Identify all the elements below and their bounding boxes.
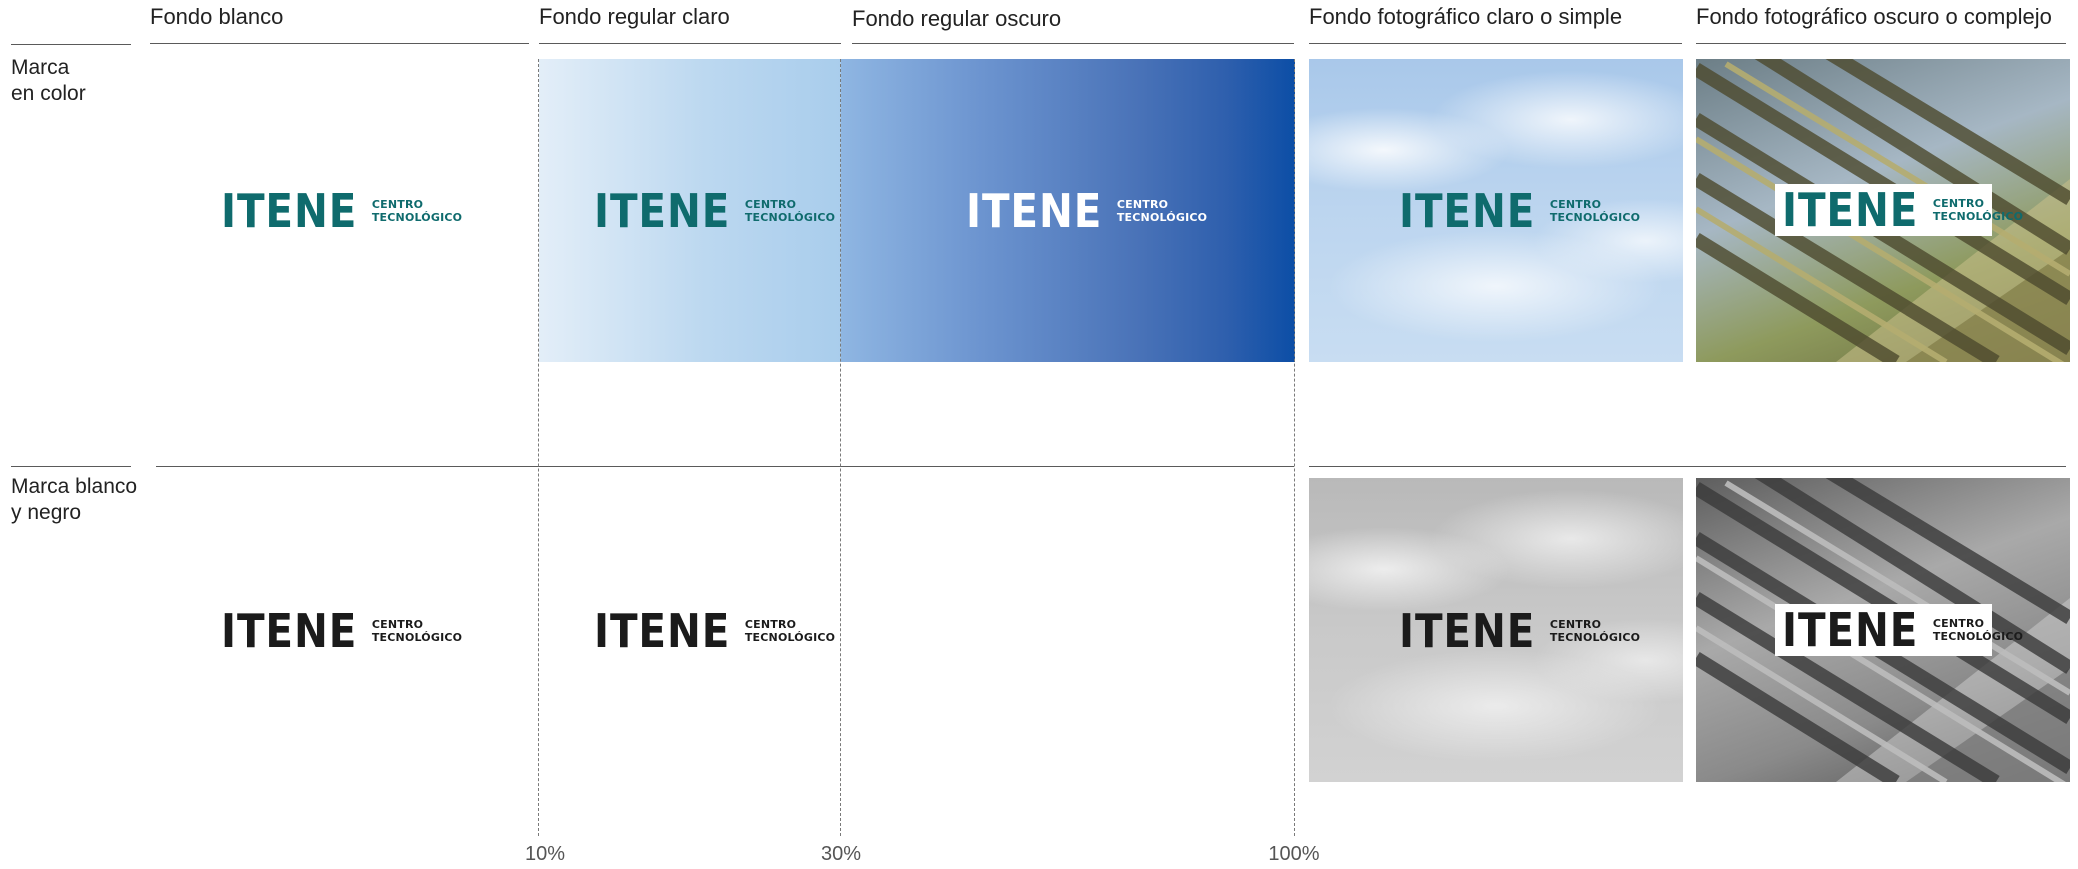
logo-subtitle-line2: TECNOLÓGICO — [1116, 211, 1208, 224]
col-header-light: Fondo regular claro — [539, 4, 730, 29]
marker-line-100 — [1294, 59, 1295, 836]
logo-subtitle-line2: TECNOLÓGICO — [1549, 631, 1641, 644]
logo-subtitle-line1: CENTRO — [1116, 198, 1169, 211]
percent-label-10: 10% — [524, 843, 566, 865]
logo-wordmark: ITENE — [221, 604, 358, 658]
gradient-dark-panel — [841, 59, 1295, 362]
logo-wordmark: ITENE — [966, 184, 1103, 238]
row-header-bw-line2: y negro — [11, 501, 82, 524]
row-header-bw-line1: Marca blanco — [11, 475, 138, 498]
logo-subtitle-line1: CENTRO — [1932, 617, 1985, 630]
logo-subtitle-line2: TECNOLÓGICO — [744, 631, 836, 644]
row-divider-photos — [1309, 466, 2066, 467]
architecture-photo-color-art — [1696, 59, 2070, 362]
col-divider-photo-dark — [1696, 43, 2066, 44]
percent-label-100: 100% — [1268, 843, 1320, 865]
row-header-color: Marca en color — [11, 55, 86, 107]
percent-label-30: 30% — [820, 843, 862, 865]
logo-subtitle-line1: CENTRO — [744, 618, 797, 631]
logo-wordmark: ITENE — [594, 604, 731, 658]
marker-line-30 — [840, 59, 841, 836]
col-divider-white — [150, 43, 529, 44]
row-header-divider — [11, 44, 131, 45]
sky-photo-grey — [1309, 478, 1683, 782]
logo-subtitle-line1: CENTRO — [1932, 197, 1985, 210]
col-divider-light — [539, 43, 841, 44]
logo-subtitle-line1: CENTRO — [371, 198, 424, 211]
architecture-photo-grey-art — [1696, 478, 2070, 782]
marker-line-10 — [538, 59, 539, 836]
logo-subtitle-line2: TECNOLÓGICO — [1932, 210, 2024, 223]
sky-photo-color — [1309, 59, 1683, 362]
architecture-photo-color — [1696, 59, 2070, 362]
col-divider-photo-light — [1309, 43, 1682, 44]
logo-wordmark: ITENE — [1782, 183, 1919, 237]
logo-wordmark: ITENE — [1782, 603, 1919, 657]
logo-wordmark: ITENE — [221, 184, 358, 238]
row-header-color-line2: en color — [11, 82, 86, 105]
row-divider-main — [156, 466, 1294, 467]
logo-subtitle-line1: CENTRO — [744, 198, 797, 211]
logo-wordmark: ITENE — [594, 184, 731, 238]
row-header-color-line1: Marca — [11, 56, 70, 79]
logo-subtitle-line1: CENTRO — [1549, 198, 1602, 211]
col-divider-dark — [852, 43, 1294, 44]
row-header-bw: Marca blanco y negro — [11, 474, 137, 526]
logo-subtitle-line2: TECNOLÓGICO — [371, 211, 463, 224]
architecture-photo-grey — [1696, 478, 2070, 782]
col-header-white: Fondo blanco — [150, 4, 284, 29]
gradient-light-panel — [539, 59, 841, 362]
logo-subtitle-line2: TECNOLÓGICO — [1932, 630, 2024, 643]
logo-subtitle-line2: TECNOLÓGICO — [744, 211, 836, 224]
logo-subtitle-line1: CENTRO — [1549, 618, 1602, 631]
logo-subtitle-line1: CENTRO — [371, 618, 424, 631]
col-header-dark: Fondo regular oscuro — [852, 6, 1062, 31]
col-header-photo-light: Fondo fotográfico claro o simple — [1309, 4, 1623, 29]
logo-wordmark: ITENE — [1399, 604, 1536, 658]
col-header-photo-dark: Fondo fotográfico oscuro o complejo — [1696, 4, 2052, 29]
logo-subtitle-line2: TECNOLÓGICO — [371, 631, 463, 644]
logo-wordmark: ITENE — [1399, 184, 1536, 238]
logo-subtitle-line2: TECNOLÓGICO — [1549, 211, 1641, 224]
row-divider-left — [11, 466, 131, 467]
